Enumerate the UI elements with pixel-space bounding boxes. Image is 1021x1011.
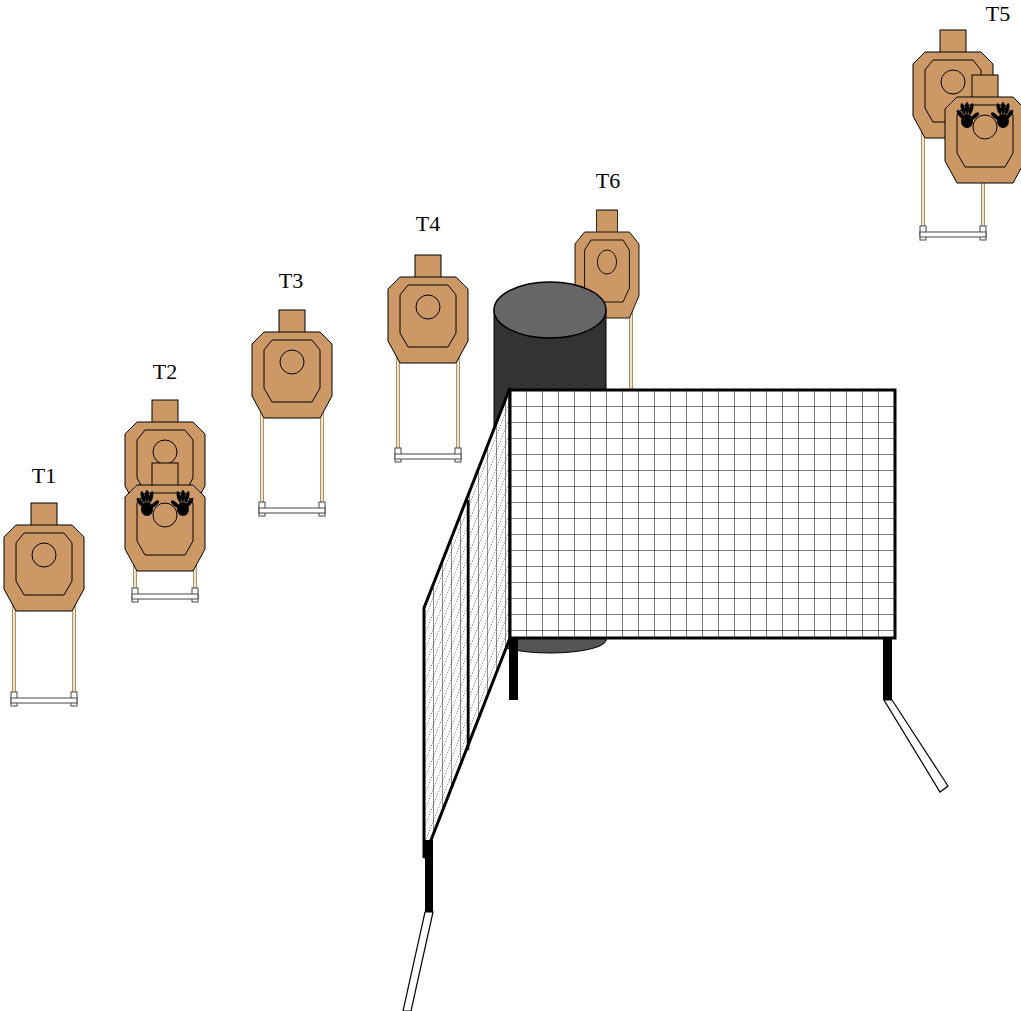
no-shoot-target	[125, 463, 205, 571]
shoot-target	[388, 255, 468, 462]
target-label: T5	[986, 3, 1010, 25]
no-shoot-target	[945, 75, 1021, 183]
panel-post	[425, 840, 433, 912]
target-stand	[395, 355, 461, 462]
hand-mark	[135, 490, 160, 516]
shoot-target	[4, 503, 84, 706]
shoot-target	[125, 400, 205, 602]
panel-post	[509, 638, 518, 700]
target-stand	[11, 603, 77, 706]
panel-foot	[403, 912, 433, 1011]
wall-fence	[403, 388, 948, 1011]
target-label: T1	[32, 465, 56, 487]
panel-post	[883, 638, 892, 700]
side-post	[467, 500, 470, 750]
target-label: T6	[596, 170, 620, 192]
hand-mark	[170, 490, 195, 516]
target-label: T3	[279, 270, 303, 292]
target-stand	[259, 410, 325, 516]
side-panel	[424, 388, 510, 858]
target-label: T2	[153, 361, 177, 383]
target-group	[4, 30, 1021, 706]
panel-foot	[884, 700, 948, 792]
hand-mark	[955, 102, 980, 128]
front-panel	[510, 390, 895, 638]
hand-mark	[990, 102, 1015, 128]
shoot-target	[252, 310, 332, 516]
target-label: T4	[416, 213, 440, 235]
